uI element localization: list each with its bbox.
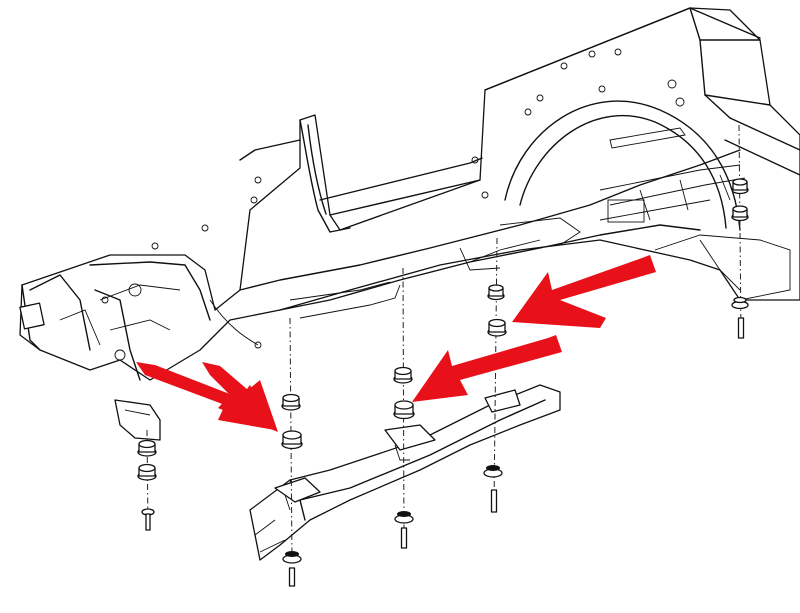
mount-bolt	[737, 317, 745, 339]
mount-bushing-lower	[281, 430, 303, 450]
arrow-left-lower	[202, 362, 278, 432]
mount-bolt	[400, 527, 408, 549]
mount-bushing-lower	[487, 318, 507, 337]
mount-bushing-bottom	[483, 465, 503, 478]
mount-bushing-upper	[281, 393, 301, 411]
vehicle-body-tub	[19, 7, 800, 441]
mount-bushing-upper	[393, 366, 413, 384]
mount-bolt	[490, 489, 498, 513]
mount-bushing-lower	[137, 463, 157, 481]
center-right-mount	[483, 284, 507, 513]
center-mid-mount	[393, 366, 415, 549]
mount-bushing-lower	[393, 400, 415, 420]
arrow-right	[512, 255, 656, 328]
center-left-mount	[281, 393, 303, 587]
arrow-center	[412, 335, 562, 402]
mount-bushing-upper	[487, 284, 505, 301]
rear-right-mount	[731, 178, 749, 339]
mount-bolt	[141, 508, 155, 531]
highlight-arrows	[136, 255, 656, 432]
mount-bushing-lower	[731, 205, 749, 222]
front-left-mount	[137, 439, 157, 531]
mount-bushing-upper	[137, 439, 157, 457]
mount-bushing-bottom	[282, 551, 302, 564]
mount-bushing-bottom	[731, 296, 749, 310]
mount-bolt	[288, 567, 296, 587]
frame-rail	[249, 384, 561, 561]
mount-bushing-bottom	[394, 511, 414, 524]
mount-bushing-upper	[731, 178, 749, 195]
